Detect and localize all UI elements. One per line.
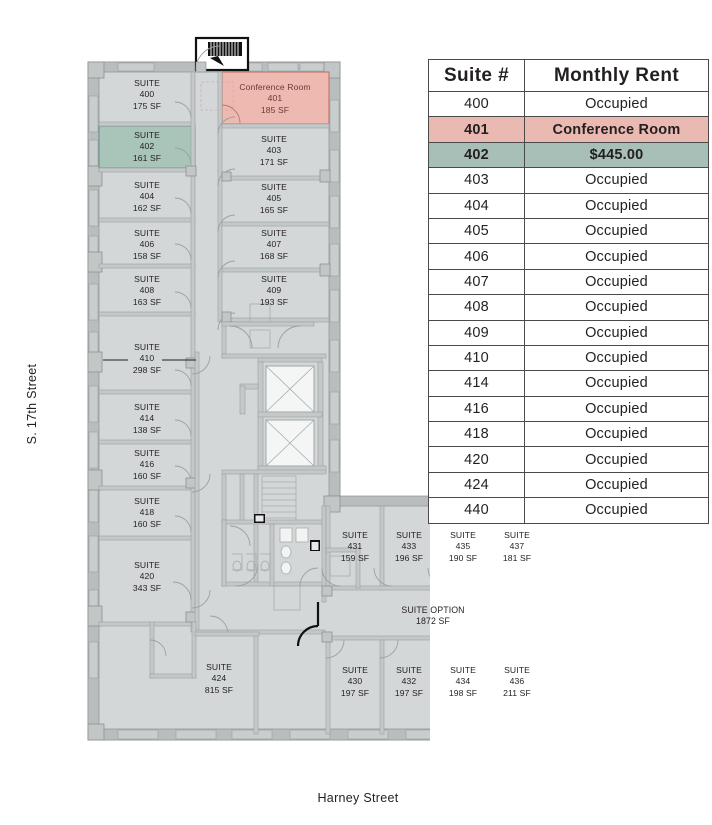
cell-suite-number: 414 (428, 370, 525, 397)
cell-monthly-rent: Occupied (524, 395, 709, 423)
cell-suite-number: 406 (428, 243, 525, 270)
cell-suite-number: 440 (428, 497, 525, 524)
cell-monthly-rent: Occupied (524, 167, 709, 194)
cell-suite-number: 402 (428, 141, 525, 169)
cell-monthly-rent: Occupied (524, 344, 709, 372)
cell-monthly-rent: Occupied (524, 217, 709, 245)
cell-monthly-rent: Occupied (524, 243, 709, 270)
cell-monthly-rent: Occupied (524, 421, 709, 448)
cell-suite-number: 409 (428, 319, 525, 346)
table-header-row: Suite # Monthly Rent (428, 59, 709, 92)
cell-suite-number: 400 (428, 90, 525, 118)
cell-monthly-rent: Occupied (524, 319, 709, 346)
column-header-rent: Monthly Rent (524, 59, 709, 92)
cell-monthly-rent: Occupied (524, 192, 709, 219)
cell-suite-number: 401 (428, 116, 525, 143)
cell-monthly-rent: Occupied (524, 90, 709, 118)
room-label-437: SUITE 437 181 SF (502, 530, 532, 563)
floor-plan: .wall { fill:#b9bdbe; stroke:#8d9294; st… (87, 36, 553, 741)
cell-suite-number: 404 (428, 192, 525, 219)
cell-suite-number: 405 (428, 217, 525, 245)
room-label-434: SUITE 434 198 SF (448, 665, 478, 698)
column-header-suite: Suite # (428, 59, 525, 92)
cell-suite-number: 418 (428, 421, 525, 448)
room-label-435: SUITE 435 190 SF (448, 530, 478, 563)
cell-suite-number: 403 (428, 167, 525, 194)
cell-suite-number: 424 (428, 471, 525, 499)
street-label-left: S. 17th Street (25, 363, 39, 445)
cell-monthly-rent: Occupied (524, 471, 709, 499)
cell-monthly-rent: $445.00 (524, 141, 709, 169)
cell-suite-number: 416 (428, 395, 525, 423)
cell-monthly-rent: Occupied (524, 294, 709, 321)
cell-monthly-rent: Occupied (524, 446, 709, 473)
cell-monthly-rent: Occupied (524, 497, 709, 524)
cell-suite-number: 407 (428, 268, 525, 296)
cell-suite-number: 408 (428, 294, 525, 321)
table-row: 402$445.00 (428, 141, 709, 169)
cell-monthly-rent: Occupied (524, 370, 709, 397)
cell-monthly-rent: Occupied (524, 268, 709, 296)
cell-suite-number: 420 (428, 446, 525, 473)
cell-suite-number: 410 (428, 344, 525, 372)
street-label-bottom: Harney Street (317, 791, 399, 805)
floor-plan-drawing: .wall { fill:#b9bdbe; stroke:#8d9294; st… (87, 36, 553, 741)
cell-monthly-rent: Conference Room (524, 116, 709, 143)
room-label-436: SUITE 436 211 SF (503, 665, 531, 698)
